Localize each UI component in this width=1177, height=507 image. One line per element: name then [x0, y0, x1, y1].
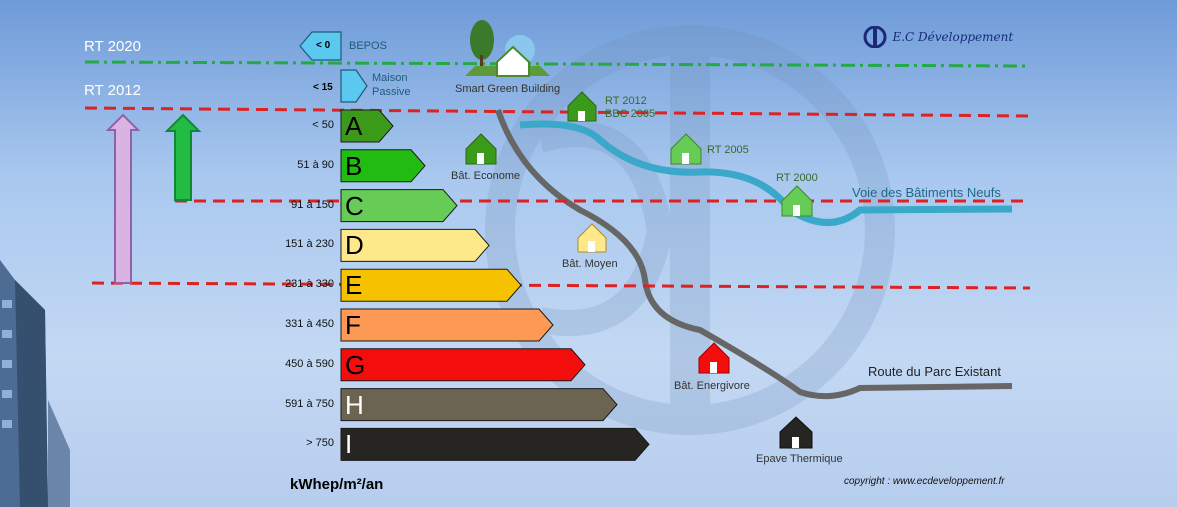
- passive-label-line1: Maison: [372, 72, 408, 84]
- house-rt2000-icon: [781, 185, 813, 217]
- energy-bar-i: [340, 427, 650, 461]
- rt2012-label: RT 2012: [84, 82, 141, 99]
- range-label-g: 450 à 590: [285, 357, 334, 370]
- road-new-buildings: [519, 120, 1013, 226]
- energivore-label: Bât. Energivore: [674, 380, 750, 392]
- rt2020-label: RT 2020: [84, 38, 141, 55]
- house-energivore-icon: [698, 342, 730, 374]
- epave-label: Epave Thermique: [756, 453, 843, 465]
- copyright-text: copyright : www.ecdeveloppement.fr: [844, 476, 1005, 487]
- house-moyen-icon: [577, 223, 607, 253]
- purple-arrow: [105, 113, 141, 284]
- energy-bar-f: [340, 308, 554, 342]
- smart-green-label: Smart Green Building: [455, 83, 561, 95]
- energy-bar-h: [340, 388, 618, 422]
- range-label-b: 51 à 90: [297, 158, 334, 171]
- house-econome-icon: [465, 133, 497, 165]
- bar-letter-b: B: [345, 150, 363, 181]
- logo-mark-icon: [863, 25, 887, 49]
- bar-letter-i: I: [345, 429, 353, 460]
- range-label-e: 231 à 330: [285, 278, 334, 291]
- road-existing-label: Route du Parc Existant: [868, 364, 1001, 379]
- bar-letter-d: D: [345, 230, 364, 261]
- bar-letter-e: E: [345, 270, 363, 301]
- range-label-c: 91 à 150: [291, 198, 334, 211]
- house-rt2012-icon: [567, 91, 597, 122]
- passive-label-line2: Passive: [372, 86, 411, 98]
- unit-label: kWhep/m²/an: [290, 476, 384, 493]
- house-rt2005-icon: [670, 133, 702, 165]
- bar-letter-h: H: [345, 389, 364, 420]
- house-epave-icon: [779, 416, 813, 449]
- bar-letter-a: A: [345, 111, 363, 141]
- energy-bar-a: [340, 109, 394, 143]
- bepos-value: < 0: [316, 40, 331, 51]
- energy-bar-b: [340, 149, 426, 183]
- range-label-a: < 50: [312, 119, 334, 131]
- rt2012-line: [84, 106, 1031, 118]
- energy-bar-g: [340, 348, 586, 382]
- bbc2005-house-label: BBC 2005: [605, 108, 656, 120]
- moyen-label: Bât. Moyen: [562, 258, 618, 270]
- bar-letter-f: F: [345, 310, 361, 340]
- econome-label: Bât. Econome: [451, 170, 521, 182]
- range-label-h: 591 à 750: [285, 397, 334, 410]
- range-label-d: 151 à 230: [285, 238, 334, 251]
- road-existing-buildings: [495, 109, 1013, 400]
- range-label-i: > 750: [306, 437, 334, 450]
- rt2012-house-label: RT 2012: [605, 95, 647, 107]
- energy-bar-e: [340, 268, 522, 302]
- rt2005-house-label: RT 2005: [707, 144, 749, 156]
- bar-letter-g: G: [345, 349, 366, 380]
- range-label-f: 331 à 450: [285, 318, 334, 330]
- building-photo: [0, 260, 70, 507]
- logo: E.C Développement: [862, 25, 1014, 49]
- e-threshold-line: [91, 281, 1031, 290]
- passive-tag: [340, 69, 368, 103]
- smart-green-building-illustration: [465, 20, 550, 77]
- passive-value: < 15: [313, 82, 333, 93]
- rt2020-line: [84, 60, 1031, 68]
- bepos-label: BEPOS: [349, 40, 387, 52]
- green-arrow: [164, 113, 202, 201]
- energy-class-bars: [340, 109, 650, 461]
- logo-text: E.C Développement: [892, 30, 1014, 44]
- rt2000-house-label: RT 2000: [776, 172, 818, 184]
- bepos-tag: [299, 31, 342, 61]
- energy-bar-c: [340, 189, 458, 223]
- energy-bar-d: [340, 228, 490, 262]
- bar-letter-c: C: [345, 190, 364, 221]
- road-new-label: Voie des Bâtiments Neufs: [852, 185, 1001, 200]
